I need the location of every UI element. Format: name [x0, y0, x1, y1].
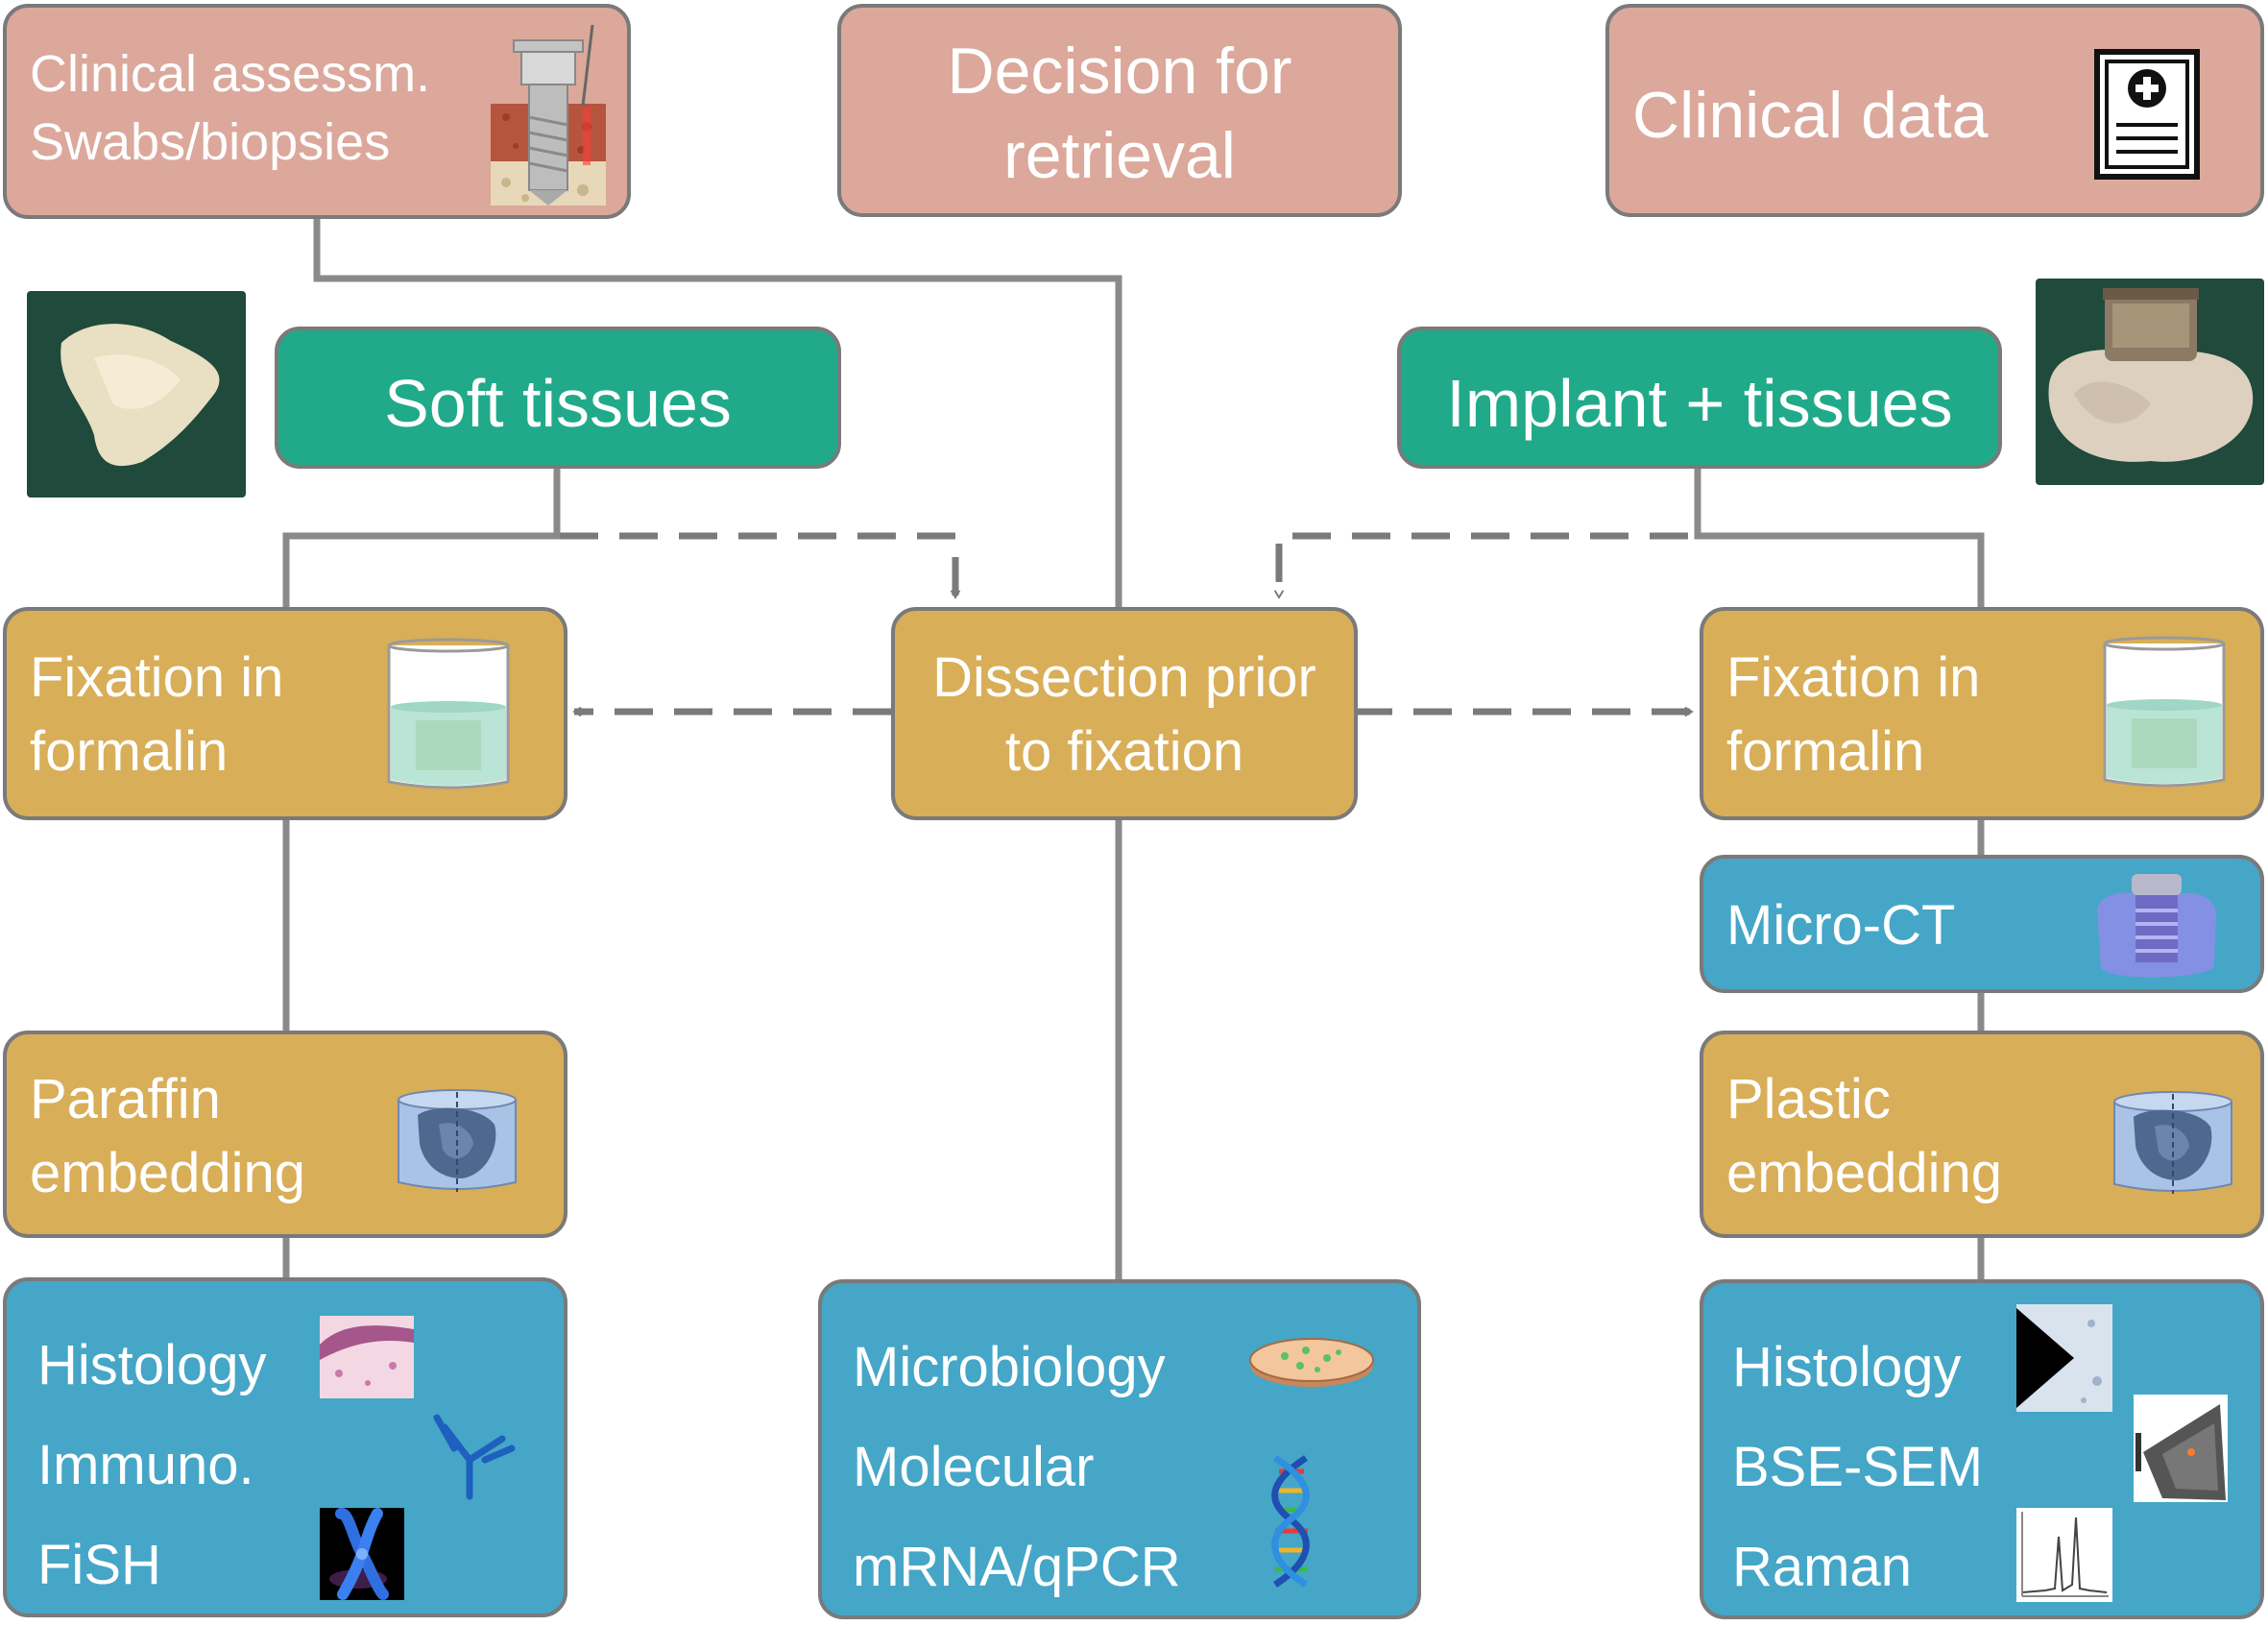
embedded-block-icon — [2111, 1088, 2235, 1198]
fixation-left-line2: formalin — [30, 719, 229, 783]
paraffin-box: Paraffin embedding — [3, 1031, 567, 1238]
histology-section-icon — [2016, 1304, 2112, 1412]
analysis-left-box: Histology Immuno. FiSH — [3, 1277, 567, 1617]
clinical-data-label: Clinical data — [1632, 79, 1989, 152]
line-assessment-to-dissection — [313, 217, 1122, 607]
implant-tissue-photo — [2036, 279, 2264, 485]
clinical-assessment-line1: Clinical assessm. — [30, 45, 431, 103]
paraffin-line2: embedding — [30, 1141, 305, 1204]
formalin-beaker-icon — [2097, 636, 2232, 793]
fixation-right-line2: formalin — [1726, 719, 1925, 783]
analysis-center-microbiology: Microbiology — [853, 1336, 1166, 1398]
medical-record-icon — [2093, 48, 2201, 181]
soft-tissues-label: Soft tissues — [384, 366, 732, 441]
plastic-box: Plastic embedding — [1700, 1031, 2264, 1238]
analysis-right-histology: Histology — [1732, 1336, 1962, 1398]
embedded-block-icon — [395, 1086, 519, 1196]
implant-tissues-label: Implant + tissues — [1446, 366, 1953, 441]
fixation-right-box: Fixation in formalin — [1700, 607, 2264, 820]
analysis-center-box: Microbiology Molecular mRNA/qPCR — [818, 1279, 1421, 1619]
fixation-left-box: Fixation in formalin — [3, 607, 567, 820]
analysis-left-fish: FiSH — [37, 1534, 161, 1596]
plastic-line2: embedding — [1726, 1141, 2002, 1204]
analysis-left-immuno: Immuno. — [37, 1434, 254, 1496]
dashed-implant-to-dissection — [1273, 532, 1688, 599]
petri-dish-icon — [1246, 1331, 1377, 1391]
micro-ct-label: Micro-CT — [1726, 894, 1956, 957]
decision-line2: retrieval — [1003, 119, 1236, 193]
soft-tissue-photo — [27, 291, 246, 498]
decision-line1: Decision for — [947, 35, 1292, 108]
dissection-line2: to fixation — [1004, 719, 1244, 783]
dissection-box: Dissection prior to fixation — [891, 607, 1358, 820]
fixation-left-line1: Fixation in — [30, 646, 284, 709]
raman-spectrum-icon — [2016, 1508, 2112, 1602]
implant-in-bone-icon — [487, 21, 610, 209]
antibody-icon — [431, 1410, 516, 1502]
analysis-center-molecular: Molecular — [853, 1436, 1095, 1498]
dna-helix-icon — [1262, 1454, 1319, 1589]
analysis-left-histology: Histology — [37, 1334, 267, 1396]
decision-box: Decision for retrieval — [837, 4, 1402, 217]
analysis-right-box: Histology BSE-SEM Raman — [1700, 1279, 2264, 1619]
soft-tissues-box: Soft tissues — [275, 327, 841, 469]
dashed-soft-to-dissection — [560, 532, 961, 599]
line-implant-to-fixation — [1694, 467, 1985, 607]
paraffin-line1: Paraffin — [30, 1068, 221, 1130]
chromosome-icon — [320, 1508, 404, 1600]
fixation-right-line1: Fixation in — [1726, 646, 1981, 709]
clinical-data-box: Clinical data — [1605, 4, 2264, 217]
formalin-beaker-icon — [381, 638, 516, 795]
analysis-right-raman: Raman — [1732, 1536, 1912, 1598]
analysis-center-mrna: mRNA/qPCR — [853, 1536, 1181, 1598]
dissection-line1: Dissection prior — [932, 646, 1316, 709]
sem-image-icon — [2134, 1395, 2228, 1502]
implant-tissues-box: Implant + tissues — [1397, 327, 2002, 469]
line-soft-to-fixation — [282, 467, 561, 607]
clinical-assessment-line2: Swabs/biopsies — [30, 113, 391, 172]
micro-ct-scan-icon — [2091, 866, 2222, 985]
histology-section-icon — [320, 1316, 414, 1398]
analysis-right-bse-sem: BSE-SEM — [1732, 1436, 1984, 1498]
micro-ct-box: Micro-CT — [1700, 855, 2264, 993]
plastic-line1: Plastic — [1726, 1068, 1891, 1130]
clinical-assessment-box: Clinical assessm. Swabs/biopsies — [3, 4, 631, 219]
